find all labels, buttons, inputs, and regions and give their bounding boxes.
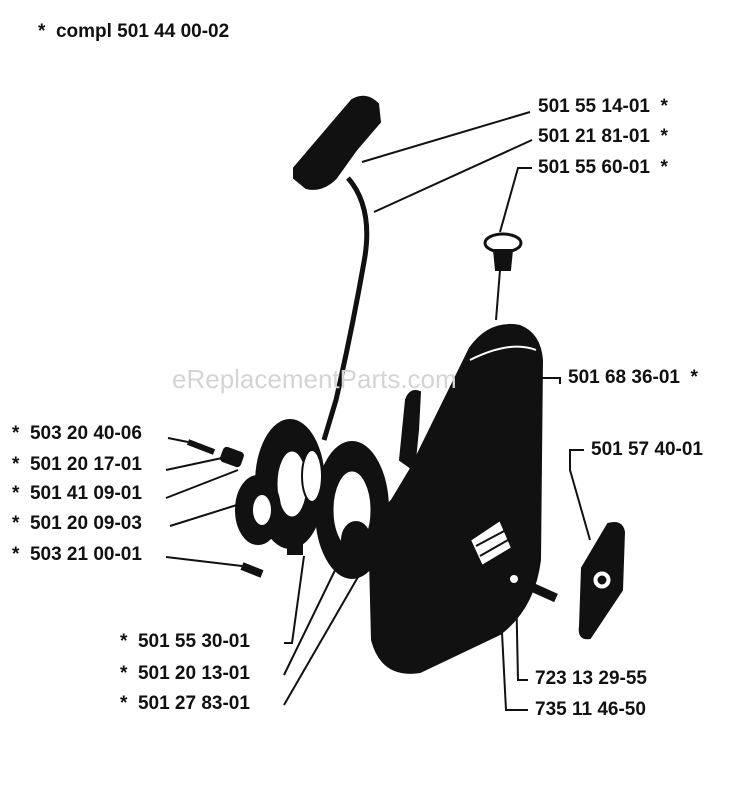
- part-label-p5: 501 57 40-01: [591, 439, 703, 460]
- leader-l4: [169, 503, 241, 527]
- part-label-p4: 501 68 36-01 *: [568, 367, 698, 388]
- leader-r2: [499, 593, 528, 711]
- leader-p3b: [495, 269, 501, 321]
- leader-b1: [284, 555, 305, 644]
- part-label-p2: 501 21 81-01 *: [538, 126, 668, 147]
- leader-r1: [515, 583, 528, 681]
- part-label-l4: * 501 20 09-03: [12, 513, 142, 534]
- leader-p2: [373, 139, 533, 213]
- leader-l3: [165, 469, 239, 499]
- washer-left: [220, 446, 244, 468]
- leader-b3: [283, 569, 363, 706]
- part-label-r1: 723 13 29-55: [535, 668, 647, 689]
- part-label-l5: * 503 21 00-01: [12, 544, 142, 565]
- part-label-b2: * 501 20 13-01: [120, 663, 250, 684]
- leader-p4: [536, 377, 561, 384]
- leader-p1: [361, 111, 531, 163]
- part-label-l1: * 503 20 40-06: [12, 423, 142, 444]
- part-label-p1: 501 55 14-01 *: [538, 96, 668, 117]
- part-label-l3: * 501 41 09-01: [12, 483, 142, 504]
- leader-l1: [167, 437, 189, 443]
- part-label-l2: * 501 20 17-01: [12, 454, 142, 475]
- part-label-r2: 735 11 46-50: [535, 699, 646, 720]
- leader-b2: [283, 559, 341, 676]
- part-label-b3: * 501 27 83-01: [120, 693, 250, 714]
- leader-l5: [165, 556, 243, 567]
- screw-side: [514, 575, 558, 603]
- part-label-p3: 501 55 60-01 *: [538, 157, 668, 178]
- starter-rope: [321, 176, 370, 441]
- leader-l2: [165, 457, 223, 471]
- starter-handle: [293, 95, 382, 190]
- part-label-b1: * 501 55 30-01: [120, 631, 250, 652]
- leader-p3: [499, 167, 532, 233]
- assembly-header: * compl 501 44 00-02: [38, 21, 230, 42]
- watermark-text: eReplacementParts.com: [172, 364, 457, 394]
- screw-left: [186, 439, 216, 455]
- screw-lower: [240, 562, 264, 578]
- leader-p5: [569, 449, 591, 541]
- rope-guide: [398, 390, 422, 472]
